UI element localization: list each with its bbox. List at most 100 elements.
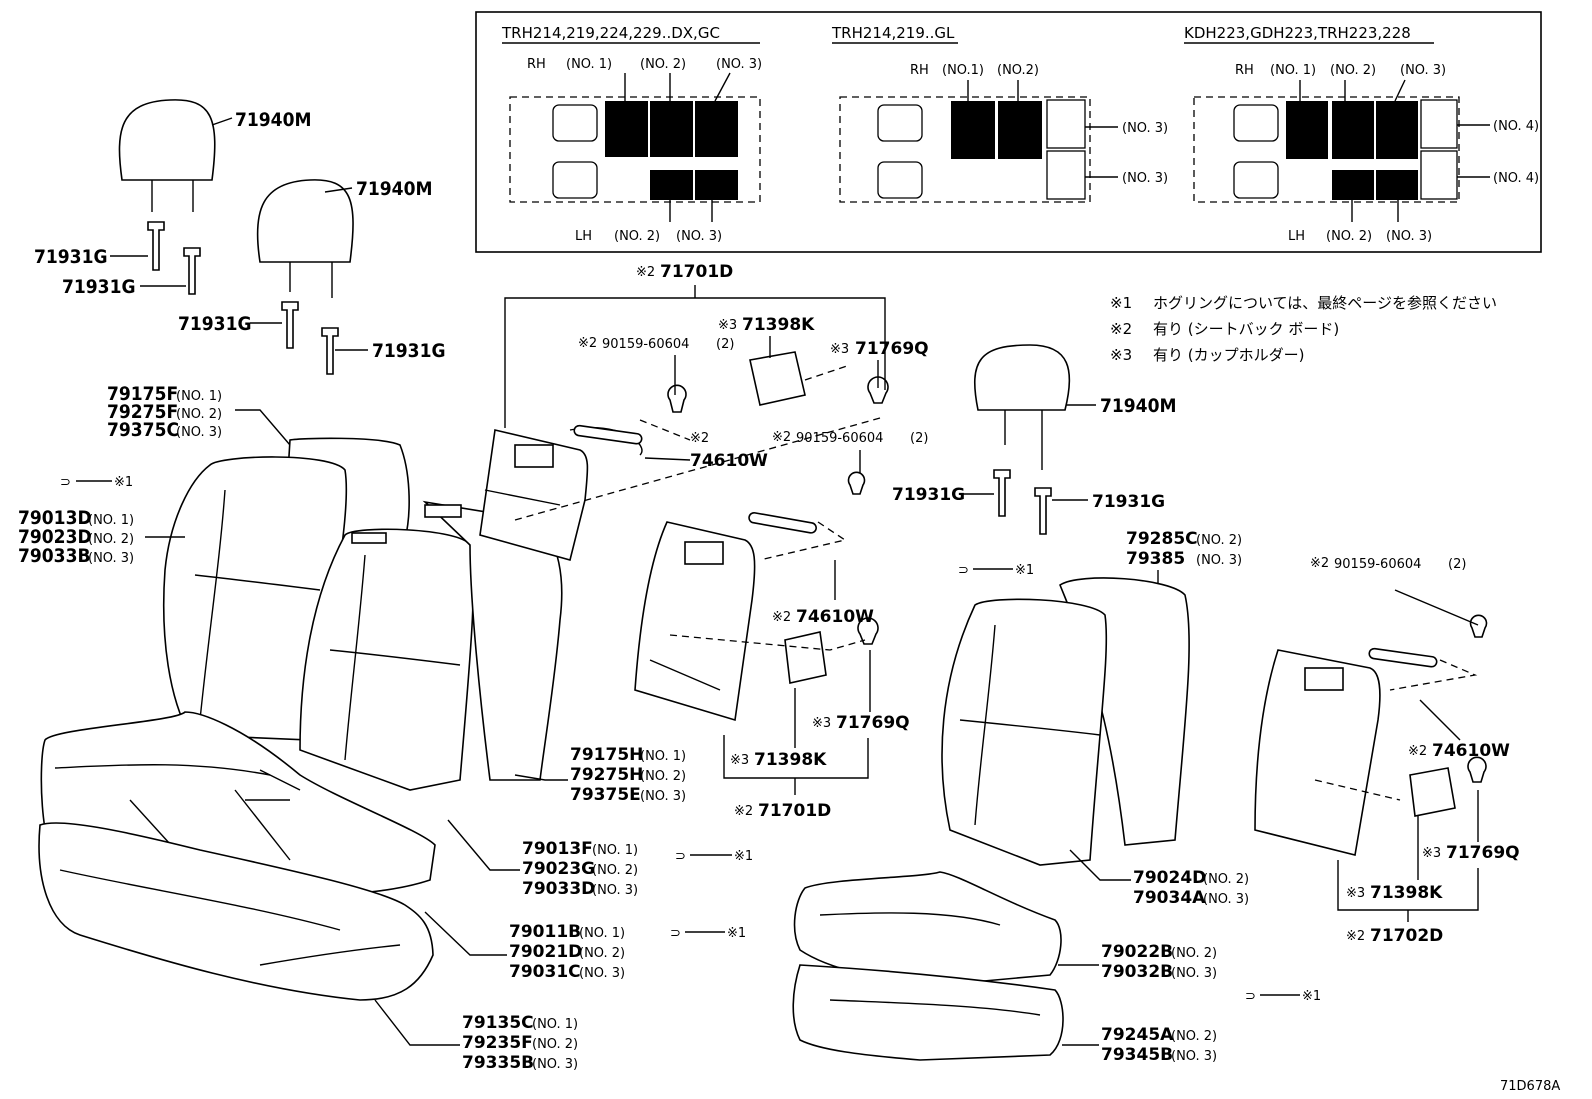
guide-illustration [147, 221, 339, 375]
part-number: 71931G [372, 340, 446, 362]
position-label: (NO. 2) [640, 769, 686, 784]
note-mark: ※2 [772, 430, 791, 445]
note-mark: ※1 [114, 475, 133, 490]
part-number: 79023D [18, 526, 92, 548]
seat-no-label: (NO. 3) [1122, 121, 1168, 136]
part-number: 79375C [107, 419, 179, 441]
note-mark: ※3 [1110, 346, 1132, 364]
note-mark: ※1 [1302, 989, 1321, 1004]
seat-no-label: (NO.2) [997, 63, 1039, 78]
seat-no-label: (NO. 1) [1270, 63, 1316, 78]
position-label: (NO. 2) [1196, 533, 1242, 548]
position-label: (NO. 1) [640, 749, 686, 764]
part-number: 79275H [570, 765, 643, 785]
part-number: 90159-60604 [1334, 557, 1421, 572]
layout-header: KDH223,GDH223,TRH223,228 [1184, 24, 1411, 42]
hog-ring-symbol: ⊃ [958, 563, 969, 578]
part-number: 71940M [235, 109, 311, 131]
position-label: (NO. 3) [1171, 966, 1217, 981]
part-number: 71701D [660, 262, 733, 282]
part-number: 79285C [1126, 529, 1198, 549]
part-number: 71769Q [855, 339, 929, 359]
hog-ring-symbol: ⊃ [1245, 989, 1256, 1004]
part-number: 71702D [1370, 926, 1443, 946]
position-label: (NO. 1) [592, 843, 638, 858]
note-text: 有り (カップホルダー) [1153, 346, 1304, 364]
part-number: 79175F [107, 383, 178, 405]
note-mark: ※1 [727, 926, 746, 941]
seat-no-label: (NO. 3) [1386, 229, 1432, 244]
lh-label: LH [1288, 229, 1305, 244]
position-label: (NO. 1) [88, 513, 134, 528]
part-number: 71931G [1092, 492, 1165, 512]
notes-legend: ※1 ホグリングについては、最終ページを参照ください ※2 有り (シートバック… [1110, 294, 1497, 364]
layout-group-3: KDH223,GDH223,TRH223,228 RH (NO. 1) (NO.… [1184, 24, 1539, 244]
position-label: (NO. 3) [579, 966, 625, 981]
position-label: (NO. 1) [579, 926, 625, 941]
part-number: 90159-60604 [796, 431, 883, 446]
quantity: (2) [1448, 557, 1466, 572]
seat-no-label: (NO. 3) [716, 57, 762, 72]
position-label: (NO. 2) [1203, 872, 1249, 887]
note-mark: ※2 [690, 431, 709, 446]
note-mark: ※1 [1110, 294, 1132, 312]
part-number: 79023G [522, 859, 595, 879]
seatback-board-upper-illustration [479, 351, 889, 561]
note-mark: ※3 [1422, 846, 1441, 861]
part-number: 79175H [570, 745, 643, 765]
part-number: 79385 [1126, 549, 1185, 569]
seat-no-label: (NO. 2) [1330, 63, 1376, 78]
part-number: 79345B [1101, 1045, 1173, 1065]
left-bench-seat-illustration [38, 437, 563, 1001]
part-number: 71940M [356, 178, 432, 200]
part-number: 79375E [570, 785, 641, 805]
part-number: 79245A [1101, 1025, 1174, 1045]
seatback-board-right-illustration [1254, 614, 1488, 856]
position-label: (NO. 3) [1171, 1049, 1217, 1064]
part-number: 79034A [1133, 888, 1206, 908]
part-number: 79011B [509, 922, 581, 942]
part-number: 74610W [796, 607, 874, 627]
layout-header: TRH214,219,224,229..DX,GC [501, 24, 720, 42]
note-mark: ※2 [578, 336, 597, 351]
seat-no-label: (NO. 4) [1493, 119, 1539, 134]
part-number: 71398K [754, 750, 827, 770]
note-mark: ※1 [1015, 563, 1034, 578]
note-text: ホグリングについては、最終ページを参照ください [1153, 294, 1497, 312]
note-mark: ※2 [734, 804, 753, 819]
position-label: (NO. 3) [592, 883, 638, 898]
note-mark: ※2 [1110, 320, 1132, 338]
rh-label: RH [1235, 63, 1254, 78]
part-number: 71931G [34, 246, 108, 268]
part-number: 71940M [1100, 395, 1176, 417]
part-number: 71931G [178, 313, 252, 335]
seat-no-label: (NO. 3) [1400, 63, 1446, 78]
part-number: 79275F [107, 401, 178, 423]
position-label: (NO. 1) [176, 389, 222, 404]
seat-no-label: (NO. 3) [1122, 171, 1168, 186]
hog-ring-symbol: ⊃ [60, 475, 71, 490]
part-number: 71931G [62, 276, 136, 298]
quantity: (2) [910, 431, 928, 446]
position-label: (NO. 3) [176, 425, 222, 440]
note-text: 有り (シートバック ボード) [1153, 320, 1339, 338]
note-mark: ※3 [830, 342, 849, 357]
part-number: 79031C [509, 962, 581, 982]
headrest-illustration [118, 99, 354, 298]
part-number: 79022B [1101, 942, 1173, 962]
part-number: 79335B [462, 1053, 534, 1073]
layout-header: TRH214,219..GL [831, 24, 955, 42]
note-mark: ※2 [636, 265, 655, 280]
part-number: 71769Q [836, 713, 910, 733]
hog-ring-symbol: ⊃ [675, 849, 686, 864]
note-mark: ※1 [734, 849, 753, 864]
part-number: 74610W [1432, 741, 1510, 761]
position-label: (NO. 2) [88, 532, 134, 547]
lh-label: LH [575, 229, 592, 244]
hog-ring-symbol: ⊃ [670, 926, 681, 941]
note-mark: ※2 [772, 610, 791, 625]
position-label: (NO. 2) [1171, 1029, 1217, 1044]
position-label: (NO. 2) [176, 407, 222, 422]
right-headrest-illustration [974, 344, 1071, 535]
